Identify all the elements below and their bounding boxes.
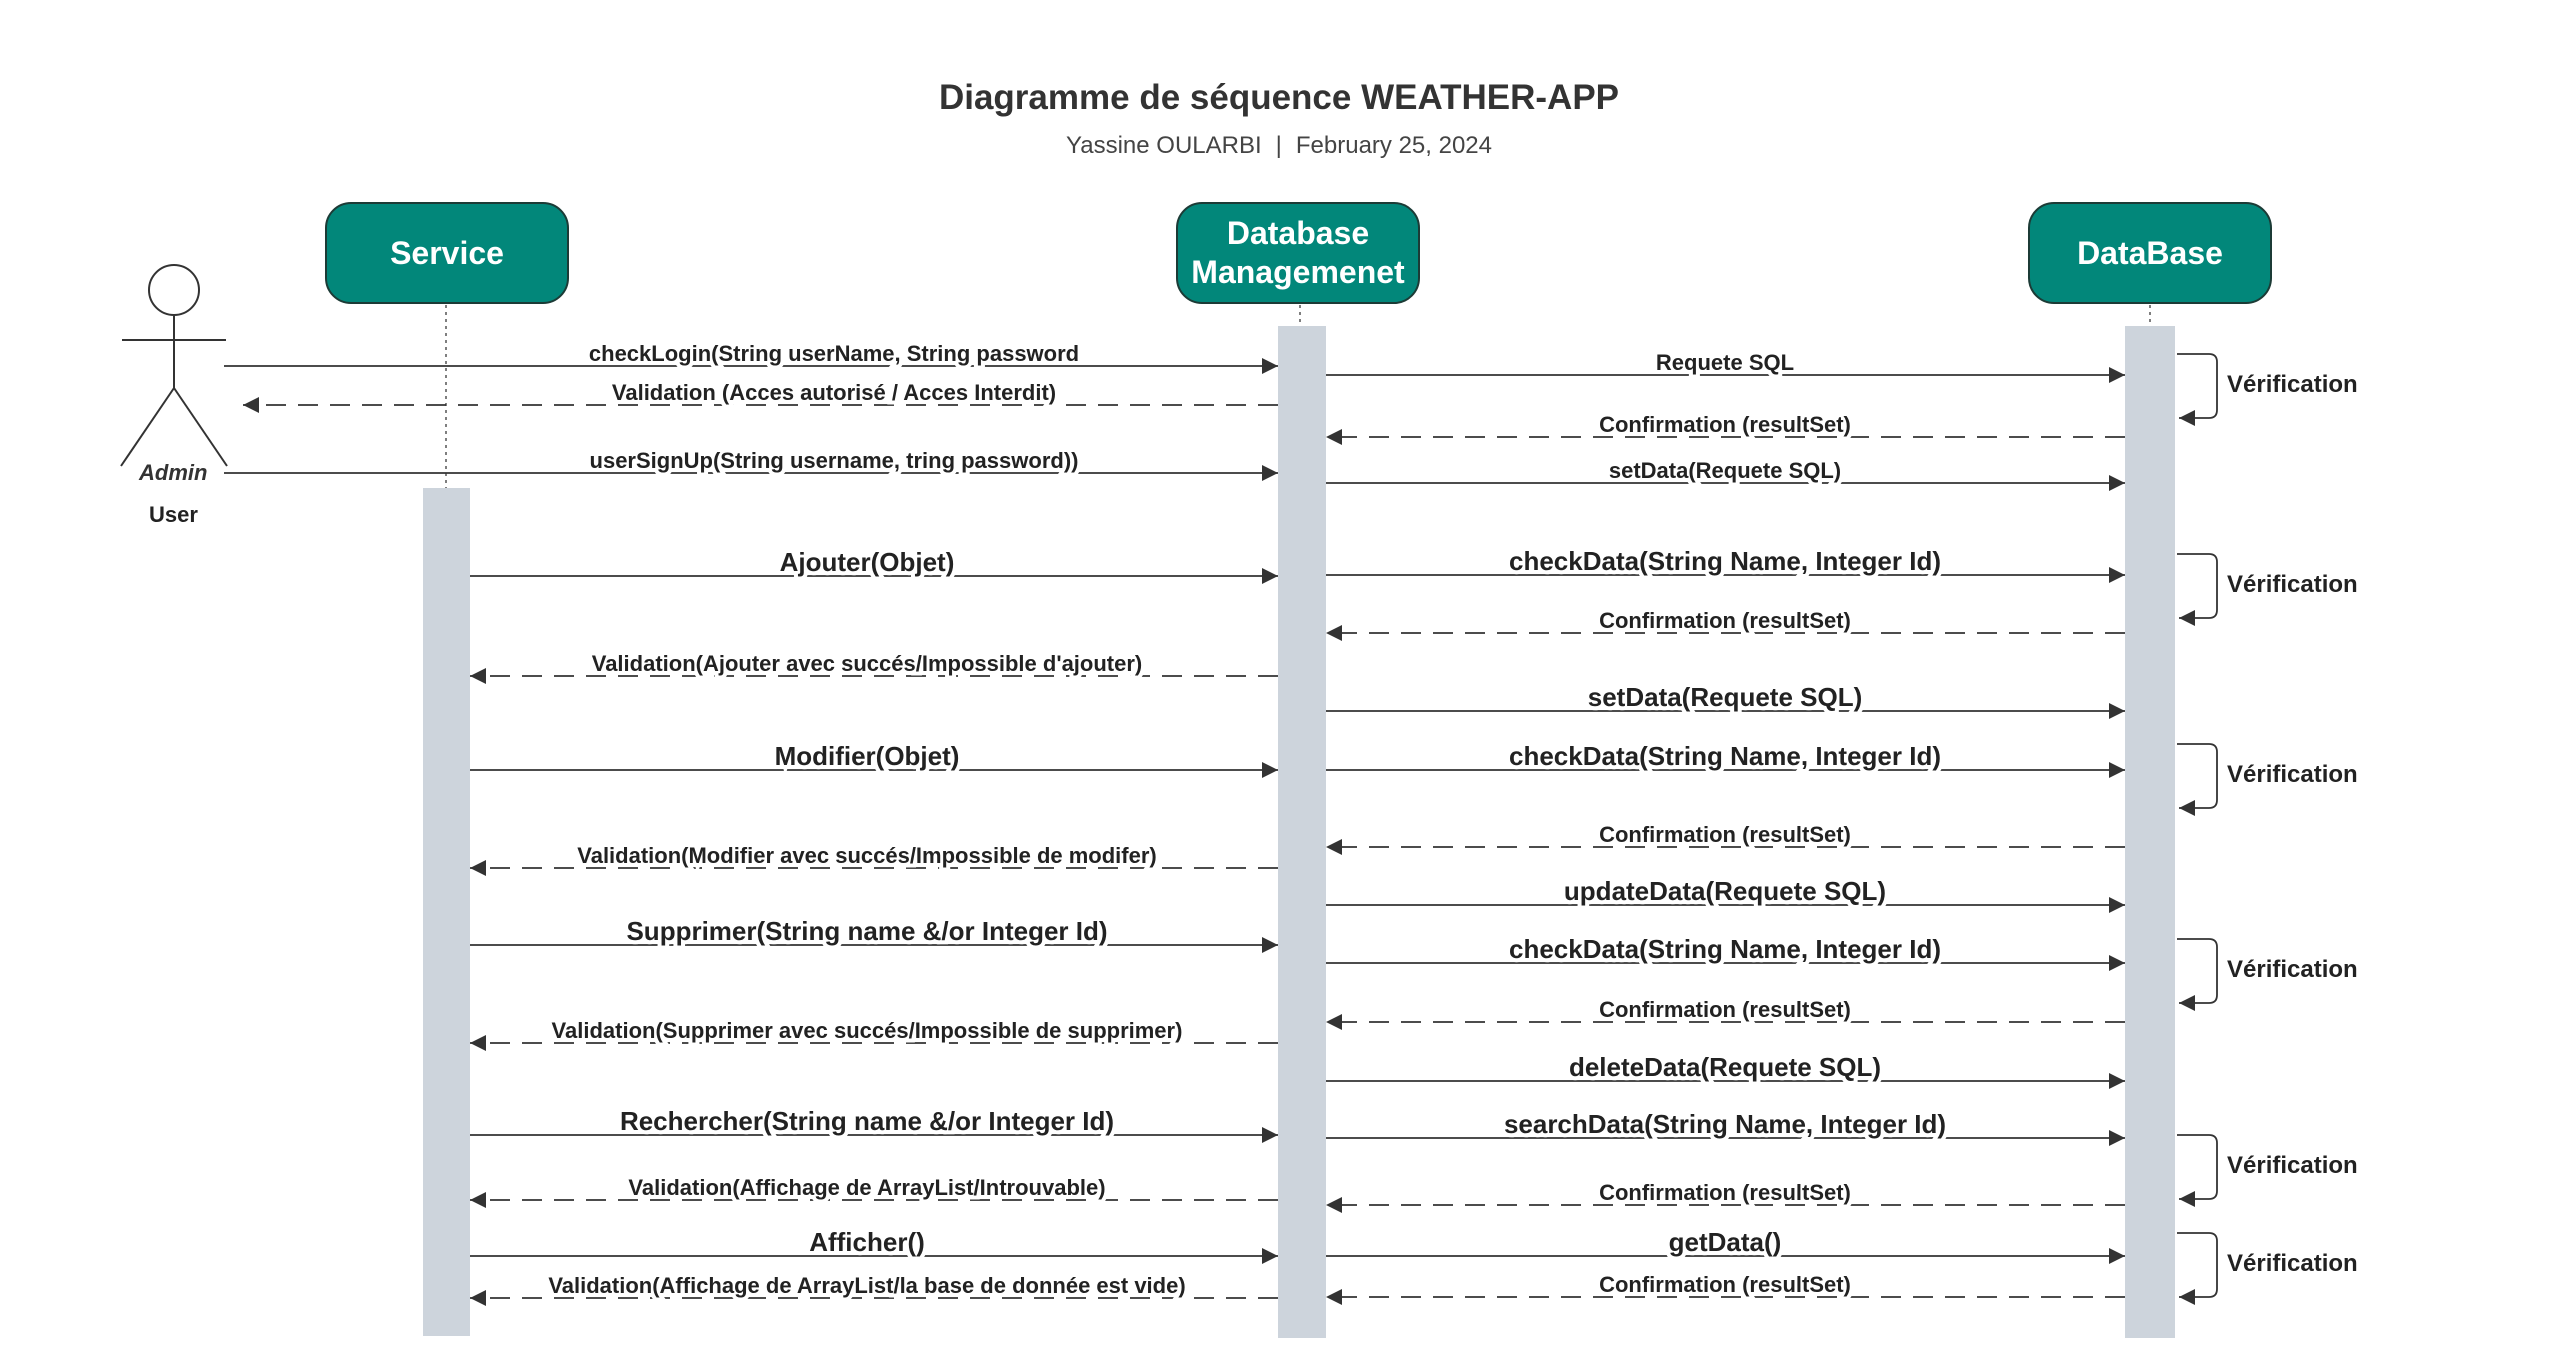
activation-bar-db bbox=[2125, 326, 2175, 1338]
message-label: Confirmation (resultSet) bbox=[1599, 608, 1851, 633]
self-message-label: Vérification bbox=[2227, 571, 2358, 598]
message-label: Confirmation (resultSet) bbox=[1599, 412, 1851, 437]
message-sync: Supprimer(String name &/or Integer Id) bbox=[470, 912, 1278, 953]
self-arrow bbox=[2177, 938, 2218, 1011]
author-name: Yassine OULARBI bbox=[1066, 132, 1262, 159]
message-label: checkData(String Name, Integer Id) bbox=[1509, 741, 1941, 771]
message-sync: checkData(String Name, Integer Id) bbox=[1326, 542, 2125, 583]
participant-dbm-label: Database Managemenet bbox=[1191, 215, 1405, 290]
message-label: Rechercher(String name &/or Integer Id) bbox=[620, 1106, 1114, 1136]
message-label: Confirmation (resultSet) bbox=[1599, 997, 1851, 1022]
message-return: Validation(Affichage de ArrayList/Introu… bbox=[470, 1171, 1278, 1208]
message-return: Validation(Modifier avec succés/Impossib… bbox=[470, 839, 1278, 876]
message-self: Vérification bbox=[2177, 743, 2358, 816]
subtitle-separator: | bbox=[1275, 132, 1282, 159]
message-return: Validation(Ajouter avec succés/Impossibl… bbox=[470, 647, 1278, 684]
message-label: Confirmation (resultSet) bbox=[1599, 822, 1851, 847]
message-label: userSignUp(String username, tring passwo… bbox=[590, 448, 1079, 473]
message-sync: deleteData(Requete SQL) bbox=[1326, 1048, 2125, 1089]
message-label: Confirmation (resultSet) bbox=[1599, 1272, 1851, 1297]
actor-role-label: Admin bbox=[139, 460, 208, 485]
message-sync: setData(Requete SQL) bbox=[1326, 678, 2125, 719]
self-arrow bbox=[2177, 353, 2218, 426]
message-label: Ajouter(Objet) bbox=[780, 547, 955, 577]
message-label: searchData(String Name, Integer Id) bbox=[1504, 1109, 1946, 1139]
message-label: Validation(Affichage de ArrayList/la bas… bbox=[548, 1273, 1185, 1298]
message-return: Confirmation (resultSet) bbox=[1326, 408, 2125, 445]
self-arrow bbox=[2177, 1134, 2218, 1207]
self-arrow bbox=[2177, 1232, 2218, 1305]
message-sync: getData() bbox=[1326, 1223, 2125, 1264]
messages: checkLogin(String userName, String passw… bbox=[224, 337, 2358, 1306]
actor-name-label: User bbox=[149, 502, 198, 527]
message-sync: Afficher() bbox=[470, 1223, 1278, 1264]
message-label: Afficher() bbox=[809, 1227, 925, 1257]
message-label: checkData(String Name, Integer Id) bbox=[1509, 546, 1941, 576]
message-label: Modifier(Objet) bbox=[775, 741, 960, 771]
message-label: getData() bbox=[1669, 1227, 1782, 1257]
message-label: Validation(Affichage de ArrayList/Introu… bbox=[628, 1175, 1105, 1200]
self-arrow bbox=[2177, 553, 2218, 626]
message-label: updateData(Requete SQL) bbox=[1564, 876, 1886, 906]
message-sync: updateData(Requete SQL) bbox=[1326, 872, 2125, 913]
message-sync: checkData(String Name, Integer Id) bbox=[1326, 930, 2125, 971]
message-return: Confirmation (resultSet) bbox=[1326, 993, 2125, 1030]
message-sync: Requete SQL bbox=[1326, 346, 2125, 383]
message-return: Confirmation (resultSet) bbox=[1326, 604, 2125, 641]
self-message-label: Vérification bbox=[2227, 956, 2358, 983]
message-return: Validation (Acces autorisé / Acces Inter… bbox=[243, 376, 1278, 413]
message-sync: Modifier(Objet) bbox=[470, 737, 1278, 778]
message-label: Confirmation (resultSet) bbox=[1599, 1180, 1851, 1205]
message-self: Vérification bbox=[2177, 1232, 2358, 1305]
message-sync: checkLogin(String userName, String passw… bbox=[224, 337, 1278, 374]
message-self: Vérification bbox=[2177, 553, 2358, 626]
message-return: Validation(Supprimer avec succés/Impossi… bbox=[470, 1014, 1278, 1051]
self-message-label: Vérification bbox=[2227, 371, 2358, 398]
message-label: setData(Requete SQL) bbox=[1609, 458, 1841, 483]
message-sync: Rechercher(String name &/or Integer Id) bbox=[470, 1102, 1278, 1143]
actor-stick-figure bbox=[120, 264, 228, 467]
message-label: checkData(String Name, Integer Id) bbox=[1509, 934, 1941, 964]
diagram-title: Diagramme de séquence WEATHER-APP bbox=[938, 78, 1620, 117]
actor-right-leg bbox=[173, 387, 228, 467]
diagram-subtitle: Yassine OULARBI | February 25, 2024 bbox=[0, 132, 2558, 160]
message-label: Supprimer(String name &/or Integer Id) bbox=[626, 916, 1107, 946]
diagram-date: February 25, 2024 bbox=[1295, 132, 1492, 159]
message-return: Confirmation (resultSet) bbox=[1326, 1176, 2125, 1213]
message-self: Vérification bbox=[2177, 1134, 2358, 1207]
activation-bar-dbm bbox=[1278, 326, 1326, 1338]
participant-database: DataBase bbox=[2028, 202, 2272, 304]
lifelines bbox=[445, 305, 2151, 490]
participant-service: Service bbox=[325, 202, 569, 304]
message-label: Validation(Ajouter avec succés/Impossibl… bbox=[592, 651, 1143, 676]
message-sync: userSignUp(String username, tring passwo… bbox=[224, 444, 1278, 481]
actor-head bbox=[148, 264, 200, 316]
self-message-label: Vérification bbox=[2227, 761, 2358, 788]
message-sync: Ajouter(Objet) bbox=[470, 543, 1278, 584]
message-return: Confirmation (resultSet) bbox=[1326, 818, 2125, 855]
message-label: checkLogin(String userName, String passw… bbox=[589, 341, 1079, 366]
message-label: setData(Requete SQL) bbox=[1588, 682, 1863, 712]
message-sync: checkData(String Name, Integer Id) bbox=[1326, 737, 2125, 778]
self-message-label: Vérification bbox=[2227, 1152, 2358, 1179]
message-label: Validation(Supprimer avec succés/Impossi… bbox=[552, 1018, 1183, 1043]
activation-bar-service bbox=[423, 488, 470, 1336]
message-label: Validation(Modifier avec succés/Impossib… bbox=[577, 843, 1157, 868]
message-self: Vérification bbox=[2177, 938, 2358, 1011]
message-return: Validation(Affichage de ArrayList/la bas… bbox=[470, 1269, 1278, 1306]
actor-left-leg bbox=[120, 387, 175, 467]
message-self: Vérification bbox=[2177, 353, 2358, 426]
message-return: Confirmation (resultSet) bbox=[1326, 1268, 2125, 1305]
self-message-label: Vérification bbox=[2227, 1250, 2358, 1277]
message-label: Requete SQL bbox=[1656, 350, 1794, 375]
participant-database-management: Database Managemenet bbox=[1176, 202, 1420, 304]
activation-bars bbox=[423, 326, 2175, 1338]
message-label: deleteData(Requete SQL) bbox=[1569, 1052, 1881, 1082]
message-sync: setData(Requete SQL) bbox=[1326, 454, 2125, 491]
message-sync: searchData(String Name, Integer Id) bbox=[1326, 1105, 2125, 1146]
message-label: Validation (Acces autorisé / Acces Inter… bbox=[612, 380, 1056, 405]
self-arrow bbox=[2177, 743, 2218, 816]
